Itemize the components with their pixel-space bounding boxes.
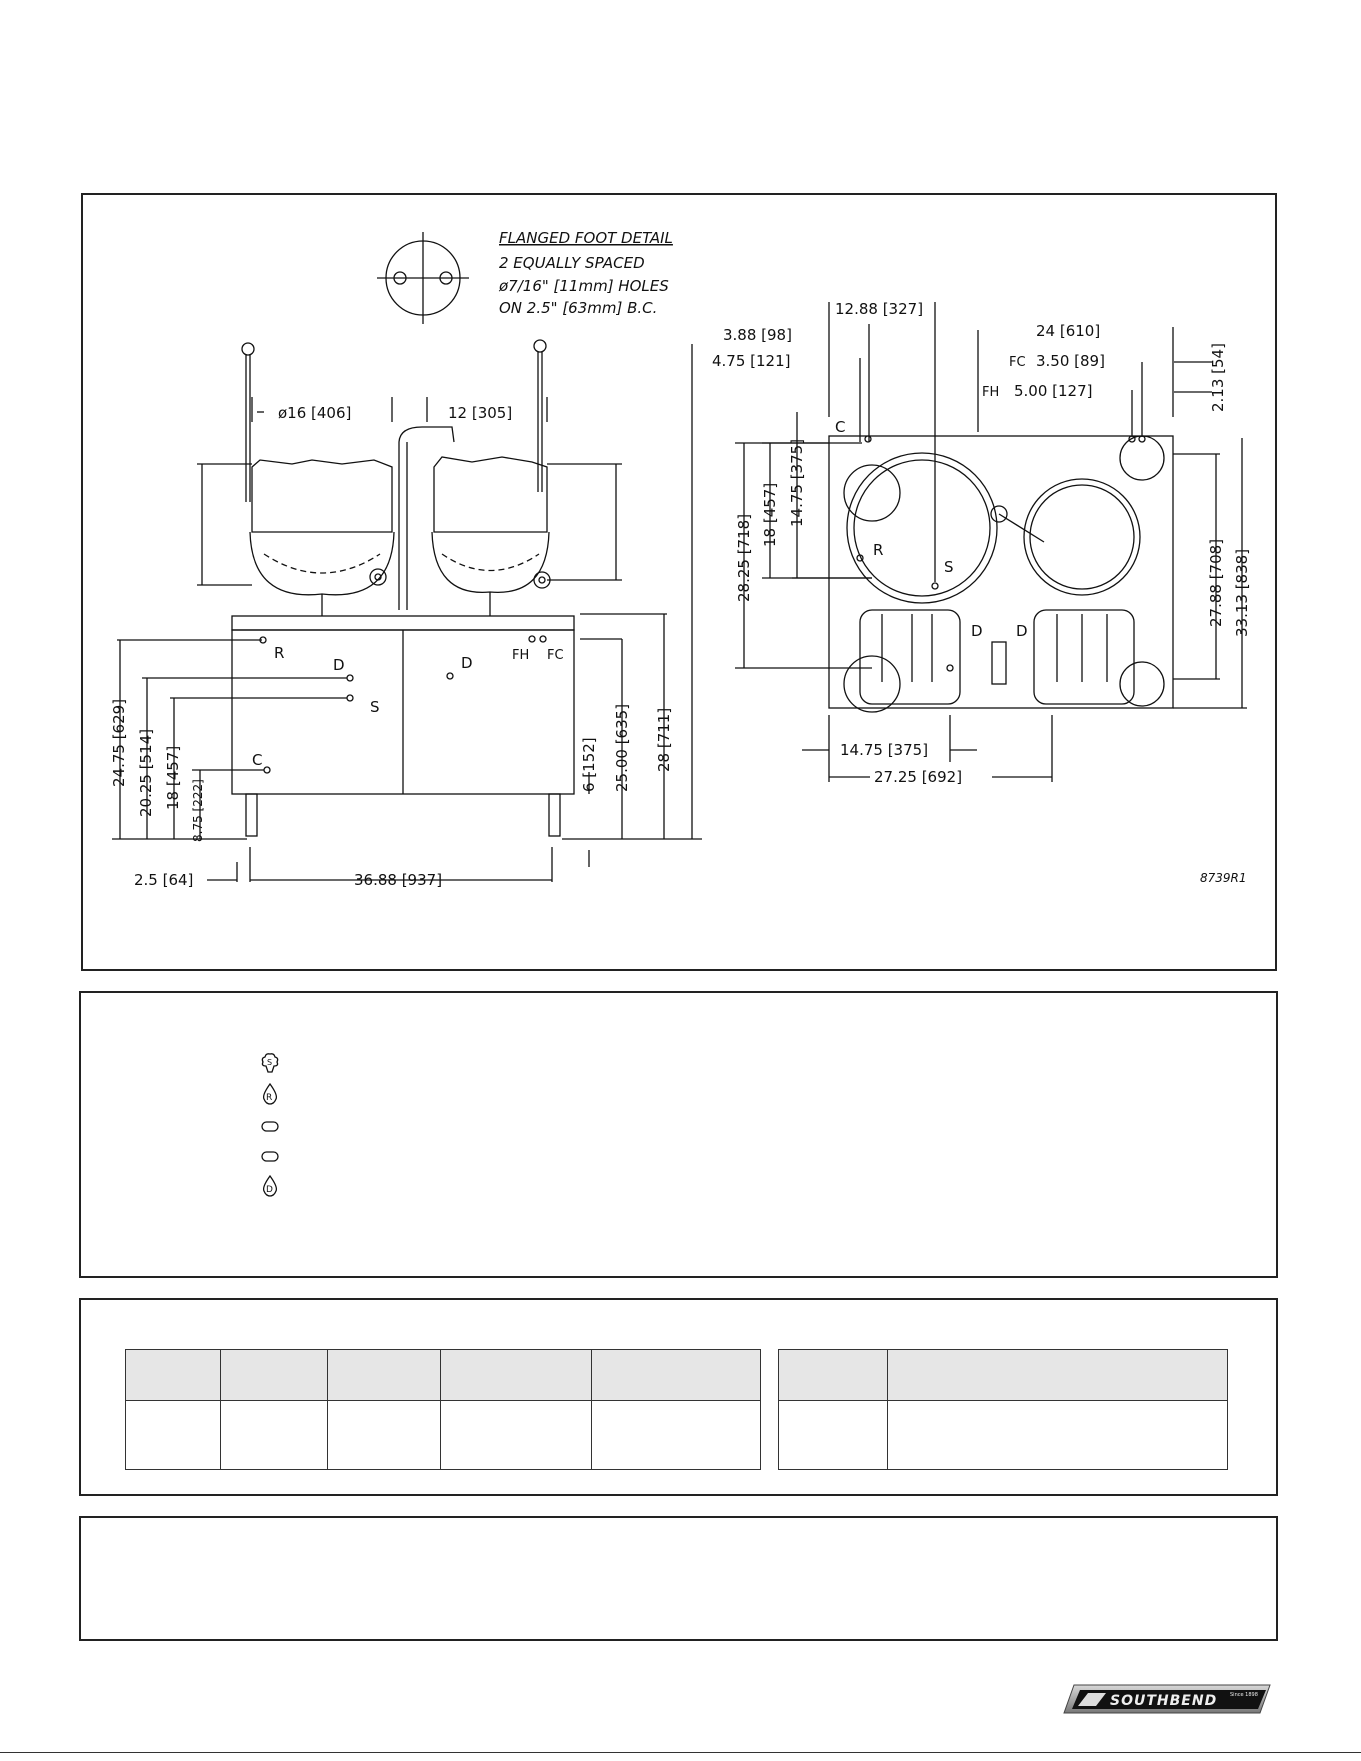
table-panel <box>79 1298 1278 1496</box>
technical-drawing: FLANGED FOOT DETAIL 2 EQUALLY SPACED ø7/… <box>110 229 1251 889</box>
foot-detail-line1: 2 EQUALLY SPACED <box>499 254 645 272</box>
dim-fc: 3.50 [89] <box>1036 352 1105 370</box>
fh-label-top: FH <box>982 385 999 400</box>
foot-detail-title: FLANGED FOOT DETAIL <box>499 229 673 247</box>
drawing-number: 8739R1 <box>1200 871 1247 885</box>
marker-s-front: S <box>370 698 380 716</box>
marker-s-top: S <box>944 558 954 576</box>
svg-text:S: S <box>267 1058 272 1067</box>
svg-text:D: D <box>266 1185 273 1195</box>
table-cell <box>327 1400 441 1470</box>
foot-detail-line2: ø7/16" [11mm] HOLES <box>498 277 669 295</box>
notes-panel <box>79 1516 1278 1641</box>
marker-d-top-right: D <box>1016 622 1028 640</box>
dim-height-28: 28 [711] <box>655 708 673 772</box>
marker-r-front: R <box>274 644 284 662</box>
marker-d-front-left: D <box>333 656 345 674</box>
dim-24: 24 [610] <box>1036 322 1100 340</box>
table-header-cell <box>591 1349 761 1401</box>
oval-icon <box>261 1151 279 1162</box>
marker-c-front: C <box>252 751 262 769</box>
marker-d-front-right: D <box>461 654 473 672</box>
marker-c-top: C <box>835 418 845 436</box>
table-header-row <box>778 1349 1228 1401</box>
dim-height-18: 18 [457] <box>164 746 182 810</box>
dim-kettle-dia: ø16 [406] <box>278 404 351 422</box>
table-cell <box>591 1400 761 1470</box>
table-cell <box>125 1400 221 1470</box>
dim-fh: 5.00 [127] <box>1014 382 1093 400</box>
svg-text:R: R <box>266 1093 272 1103</box>
marker-r-top: R <box>873 541 883 559</box>
dim-28-25: 28.25 [718] <box>735 514 753 602</box>
dim-33-13: 33.13 [838] <box>1233 549 1251 637</box>
page-bottom-rule <box>0 1752 1361 1753</box>
dim-14-75-v: 14.75 [375] <box>788 439 806 527</box>
fc-label-top: FC <box>1009 355 1026 370</box>
logo-tagline: Since 1898 <box>1230 1692 1258 1698</box>
table-header-cell <box>220 1349 328 1401</box>
marker-fc-front: FC <box>547 648 564 663</box>
table-cell <box>887 1400 1228 1470</box>
dim-27-25: 27.25 [692] <box>874 768 962 786</box>
drawing-panel: FLANGED FOOT DETAIL 2 EQUALLY SPACED ø7/… <box>81 193 1277 971</box>
dim-height-8-75: 8.75 [222] <box>191 779 205 842</box>
dim-side-2-5: 2.5 [64] <box>134 871 193 889</box>
dim-12-88: 12.88 [327] <box>835 300 923 318</box>
water-drop-d-icon: D <box>262 1175 278 1197</box>
table-header-cell <box>778 1349 888 1401</box>
oval-icon <box>261 1121 279 1132</box>
table-header-cell <box>327 1349 441 1401</box>
dim-18: 18 [457] <box>761 483 779 547</box>
dim-kettle-spacing: 12 [305] <box>448 404 512 422</box>
spec-table-right <box>778 1349 1228 1470</box>
table-header-cell <box>125 1349 221 1401</box>
table-header-cell <box>440 1349 592 1401</box>
marker-fh-front: FH <box>512 648 529 663</box>
dim-3-88: 3.88 [98] <box>723 326 792 344</box>
southbend-logo: SOUTHBEND Since 1898 <box>1063 1684 1271 1714</box>
dim-height-25: 25.00 [635] <box>613 704 631 792</box>
table-cell <box>778 1400 888 1470</box>
water-drop-r-icon: R <box>262 1083 278 1105</box>
table-cell <box>440 1400 592 1470</box>
table-header-row <box>125 1349 761 1401</box>
marker-d-top-left: D <box>971 622 983 640</box>
foot-detail-line3: ON 2.5" [63mm] B.C. <box>499 299 657 317</box>
spec-table-left <box>125 1349 761 1470</box>
dim-height-6: 6 [152] <box>580 737 598 792</box>
dim-27-88: 27.88 [708] <box>1207 539 1225 627</box>
logo-brand: SOUTHBEND <box>1110 1693 1217 1709</box>
table-row <box>125 1400 761 1470</box>
legend-panel: S R D <box>79 991 1278 1278</box>
dim-height-20-25: 20.25 [514] <box>137 729 155 817</box>
dim-14-75-h: 14.75 [375] <box>840 741 928 759</box>
table-row <box>778 1400 1228 1470</box>
steam-icon: S <box>261 1053 279 1073</box>
dim-2-13: 2.13 [54] <box>1209 343 1227 412</box>
dim-4-75: 4.75 [121] <box>712 352 791 370</box>
dim-height-24-75: 24.75 [629] <box>110 699 128 787</box>
table-header-cell <box>887 1349 1228 1401</box>
dim-width-36-88: 36.88 [937] <box>354 871 442 889</box>
table-cell <box>220 1400 328 1470</box>
